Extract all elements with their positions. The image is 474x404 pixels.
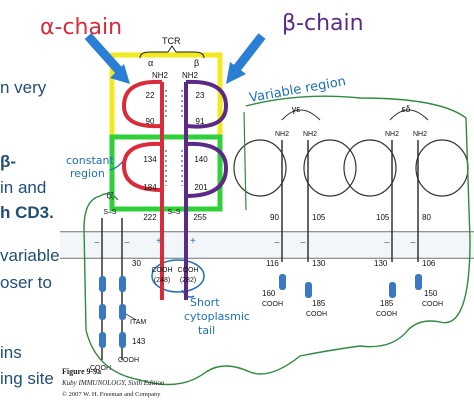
ge-num-160: 160: [262, 289, 276, 298]
tcr-brace: [139, 45, 205, 59]
slide-text-3: in and: [0, 178, 47, 197]
short-tail-annotation-1: Short: [190, 296, 220, 309]
beta-chain-annotation: β-chain: [282, 11, 364, 36]
alpha-cooh-num: (248): [154, 277, 170, 284]
beta-symbol: β: [194, 58, 199, 68]
cd3-gamma-epsilon: γε NH2 NH2 90 105 116 130 160 COOH 185 C…: [233, 104, 357, 318]
beta-cooh-num: (282): [180, 277, 196, 284]
book-caption: Kuby IMMUNOLOGY, Sixth Edition: [61, 379, 165, 387]
minus-ge-1: −: [274, 238, 280, 249]
plus-alpha: +: [156, 236, 162, 247]
zeta-num-143: 143: [132, 337, 146, 346]
alpha-num-22: 22: [146, 91, 155, 100]
slide-text-8: ing site: [0, 369, 54, 388]
figure-caption: Figure 9-9a: [62, 367, 101, 376]
variable-region-annotation: Variable region: [248, 74, 347, 106]
ge-nh2-2: NH2: [303, 131, 317, 138]
minus-ed-1: −: [384, 238, 390, 249]
alpha-symbol: α: [148, 58, 153, 68]
short-tail-annotation-3: tail: [198, 324, 215, 337]
ge-num-105: 105: [312, 213, 326, 222]
slide-text-5: variable: [0, 246, 60, 265]
beta-nh2: NH2: [182, 71, 199, 80]
beta-num-91: 91: [196, 117, 205, 126]
minus-zeta: −: [94, 238, 100, 249]
plus-beta: +: [190, 236, 196, 247]
constant-region-annotation-1: constant: [66, 154, 115, 167]
copyright-caption: © 2007 W. H. Freeman and Company: [62, 391, 161, 398]
minus-zeta-2: −: [124, 238, 130, 249]
ed-cooh-1: COOH: [376, 311, 397, 318]
ge-num-130: 130: [312, 259, 326, 268]
ed-num-106: 106: [422, 259, 436, 268]
ed-num-80: 80: [422, 213, 431, 222]
ge-num-185: 185: [312, 299, 326, 308]
tcr-label: TCR: [162, 36, 181, 46]
minus-ge-2: −: [300, 238, 306, 249]
zeta-cooh-right: COOH: [118, 357, 139, 364]
cytoplasmic-tail-circle: [151, 259, 205, 293]
alpha-nh2: NH2: [152, 71, 169, 80]
ge-num-116: 116: [266, 259, 279, 268]
beta-num-255: 255: [193, 213, 207, 222]
alpha-arrow: [84, 32, 130, 84]
ge-num-90: 90: [270, 213, 279, 222]
ed-nh2-1: NH2: [385, 131, 399, 138]
ge-cooh-1: COOH: [262, 301, 283, 308]
short-tail-annotation-2: cytoplasmic: [184, 310, 250, 323]
alpha-cooh: COOH: [152, 267, 173, 274]
alpha-chain: [121, 79, 164, 300]
zeta-cooh-left: COOH: [90, 365, 111, 372]
ge-cooh-2: COOH: [306, 311, 327, 318]
cd3-green-outline: [83, 95, 471, 386]
membrane: [60, 231, 474, 259]
zeta-label: ζζ: [106, 191, 114, 200]
alpha-num-222: 222: [143, 213, 157, 222]
beta-num-140: 140: [194, 155, 208, 164]
minus-ed-2: −: [410, 238, 416, 249]
ed-num-130: 130: [374, 259, 388, 268]
alpha-num-90: 90: [146, 117, 155, 126]
beta-num-23: 23: [196, 91, 205, 100]
slide-text-2: β-: [0, 152, 17, 171]
tcr-ss-label: S–S: [167, 209, 181, 216]
ed-cooh-2: COOH: [422, 301, 443, 308]
alpha-num-134: 134: [143, 155, 157, 164]
alpha-num-184: 184: [143, 183, 157, 192]
cd3-epsilon-delta: εδ NH2 NH2 105 80 130 106 185 COOH 150 C…: [343, 104, 469, 318]
ed-label: εδ: [401, 104, 410, 114]
alpha-chain-annotation: α-chain: [40, 15, 122, 40]
slide-text-4: h CD3.: [0, 203, 54, 222]
slide-text-1: n very: [0, 78, 47, 97]
beta-arrow: [226, 33, 266, 84]
itam-label: ITAM: [130, 319, 146, 326]
ed-num-185: 185: [380, 299, 394, 308]
constant-region-annotation-2: region: [70, 167, 105, 180]
constant-region-box: [109, 134, 223, 212]
beta-chain: [184, 79, 229, 300]
slide-text-6: oser to: [0, 273, 52, 292]
beta-cooh: COOH: [178, 267, 199, 274]
ed-num-105: 105: [376, 213, 390, 222]
zeta-ss: S–S: [103, 209, 117, 216]
ed-nh2-2: NH2: [413, 131, 427, 138]
zeta-num-30: 30: [132, 259, 141, 268]
slide-text-7: ins: [0, 343, 22, 362]
ge-nh2-1: NH2: [275, 131, 289, 138]
ge-label: γε: [292, 104, 301, 114]
ed-num-150: 150: [424, 289, 438, 298]
zeta-chains: ζζ S–S 30 ITAM 143 COOH COOH − −: [90, 191, 146, 372]
beta-num-201: 201: [194, 183, 208, 192]
